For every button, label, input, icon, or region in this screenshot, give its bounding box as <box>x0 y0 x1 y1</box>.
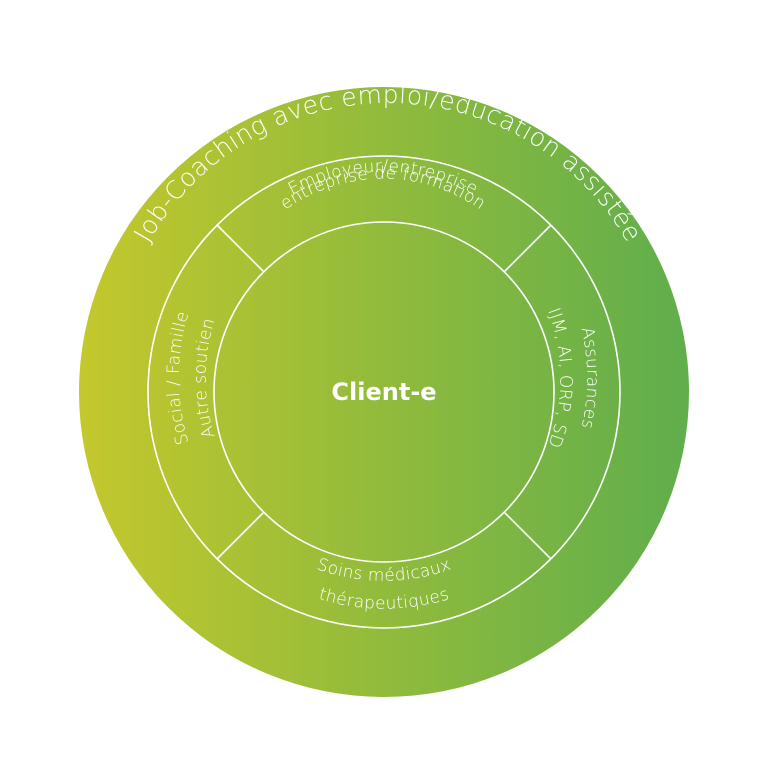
middle-ring-border <box>147 155 621 629</box>
divider-top-left <box>216 224 265 273</box>
divider-bottom-left <box>216 511 265 560</box>
divider-top-right <box>503 224 552 273</box>
center-circle <box>213 221 555 563</box>
center-label: Client-e <box>331 378 436 406</box>
divider-bottom-right <box>503 511 552 560</box>
